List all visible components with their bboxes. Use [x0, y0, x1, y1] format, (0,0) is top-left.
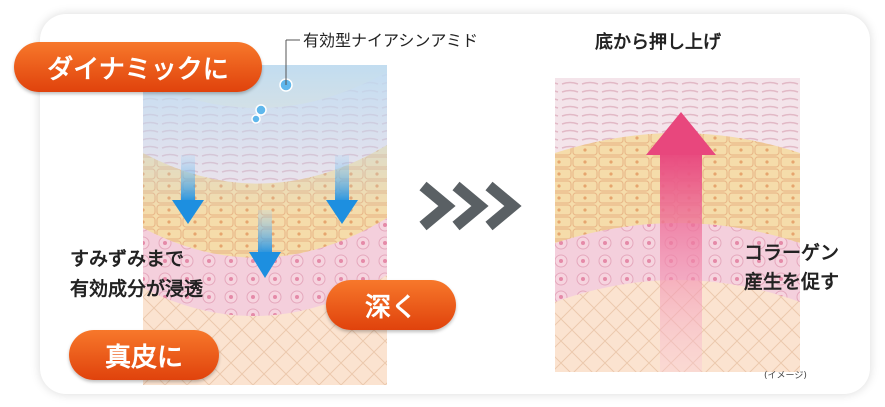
dermis-label: 真皮に [104, 342, 183, 373]
bubble-icon [255, 104, 267, 116]
deep-pill: 深く [326, 280, 456, 330]
arrow-down-icon [172, 155, 204, 224]
dermis-pill: 真皮に [69, 330, 219, 380]
collagen-label-line1: コラーゲン [744, 242, 840, 264]
penetrate-label-line2: 有効成分が浸透 [70, 278, 204, 300]
dynamic-label: ダイナミックに [47, 54, 229, 85]
bubble-icon [251, 114, 261, 124]
deep-label: 深く [364, 292, 417, 323]
lift-label: 底から押し上げ [595, 32, 721, 53]
dynamic-pill: ダイナミックに [14, 42, 262, 92]
arrow-up-icon [646, 112, 716, 372]
penetrate-label-line1: すみずみまで [70, 248, 185, 270]
arrow-down-icon [326, 155, 358, 224]
arrow-down-icon [249, 210, 281, 278]
collagen-label-line2: 産生を促す [744, 271, 840, 293]
chevron-right-icon [419, 181, 522, 231]
image-note: (イメージ) [764, 371, 807, 381]
ingredient-label: 有効型ナイアシンアミド [303, 31, 479, 50]
